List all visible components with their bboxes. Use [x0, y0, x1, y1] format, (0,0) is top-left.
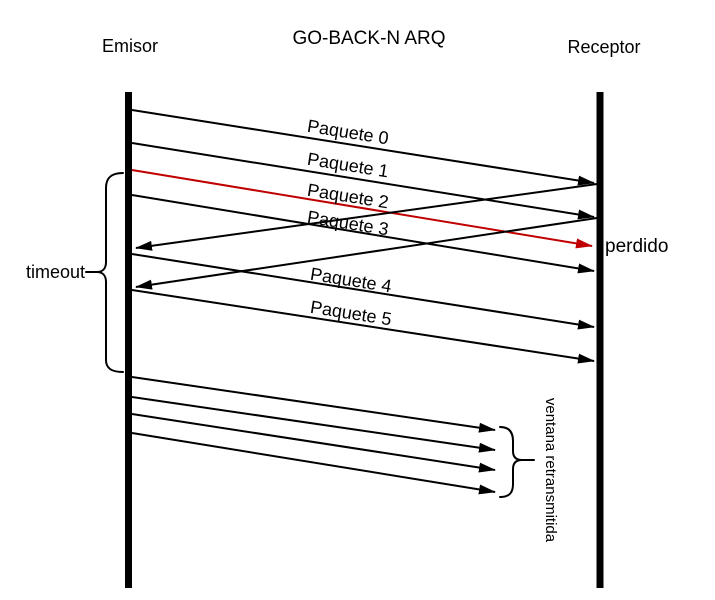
packet-label: Paquete 4: [309, 264, 393, 297]
lost-packet-label: perdido: [605, 236, 668, 257]
ack-arrow: [135, 183, 598, 251]
diagram-title: GO-BACK-N ARQ: [292, 28, 445, 49]
timeout-label: timeout: [26, 262, 85, 282]
retransmit-window-label: ventana retransmitida: [542, 398, 559, 543]
packet-arrow: [131, 253, 595, 330]
retransmission-arrow: [131, 413, 496, 473]
retransmission-arrow: [131, 432, 496, 495]
packet-arrow: [131, 142, 595, 220]
packet-arrows-group: [131, 109, 595, 364]
retransmission-arrow: [131, 376, 496, 433]
packet-label: Paquete 1: [306, 149, 390, 182]
packet-label: Paquete 3: [306, 207, 390, 240]
retransmit-brace: [499, 426, 523, 498]
sender-label: Emisor: [102, 36, 158, 56]
lifelines-group: [125, 92, 604, 588]
ack-arrows-group: [135, 183, 598, 290]
packet-arrow: [131, 194, 595, 274]
receiver-label: Receptor: [567, 37, 640, 57]
packet-arrow: [131, 109, 595, 186]
ack-arrow: [135, 217, 598, 290]
retransmission-arrows-group: [131, 376, 496, 495]
retransmission-arrow: [131, 396, 496, 453]
lost-packet-arrow: [131, 169, 593, 249]
timeout-brace: [96, 172, 124, 373]
packet-arrow: [131, 289, 595, 364]
